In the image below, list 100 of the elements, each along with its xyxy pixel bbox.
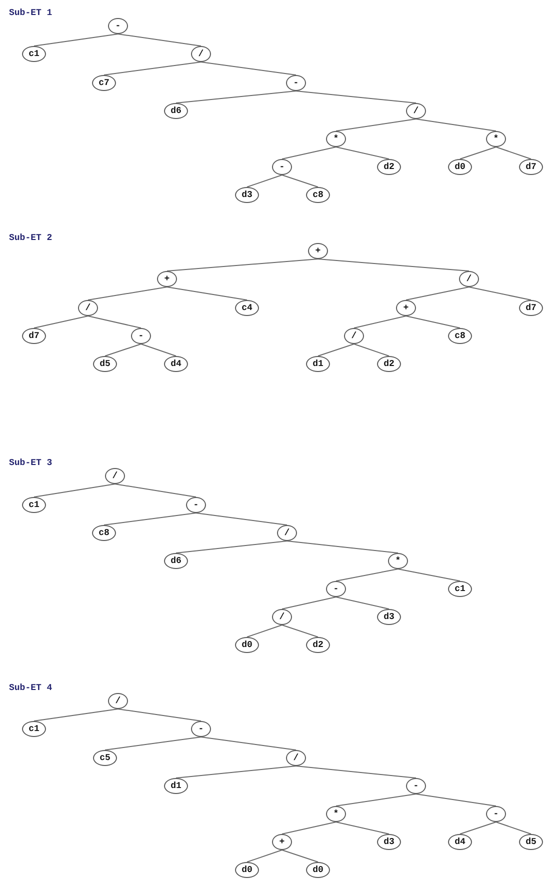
tree-edge — [246, 174, 282, 188]
tree-node: / — [191, 46, 211, 62]
tree-node: * — [326, 806, 346, 822]
tree-edge — [318, 344, 354, 356]
tree-edge — [176, 540, 288, 554]
tree-edge — [354, 316, 406, 328]
tree-edge — [104, 62, 202, 76]
tree-edge — [416, 118, 496, 132]
tree-node: / — [286, 750, 306, 766]
tree-edge — [176, 90, 296, 104]
tree-edge — [406, 316, 460, 328]
tree-edge — [118, 34, 202, 46]
tree-edge — [336, 822, 390, 834]
tree-edge — [88, 286, 168, 300]
tree-node: / — [272, 609, 292, 625]
tree-edge — [336, 794, 416, 806]
tree-edge — [246, 850, 282, 862]
tree-node: - — [131, 328, 151, 344]
tree-node: c1 — [22, 46, 46, 62]
tree-edge — [416, 794, 496, 806]
tree-edge — [34, 34, 118, 46]
tree-heading: Sub-ET 2 — [9, 233, 52, 244]
tree-node: c1 — [448, 581, 472, 597]
tree-node: c8 — [92, 525, 116, 541]
tree-edge — [34, 484, 116, 498]
tree-node: d7 — [519, 300, 543, 316]
tree-node: c1 — [22, 497, 46, 513]
tree-edge — [114, 484, 196, 498]
tree-node: c8 — [306, 187, 330, 203]
tree-node: d2 — [377, 356, 401, 372]
tree-node: d0 — [448, 159, 472, 175]
tree-node: * — [326, 131, 346, 147]
tree-edge — [468, 286, 532, 300]
tree-edge — [200, 62, 296, 76]
tree-edge — [496, 146, 532, 160]
tree-node: - — [272, 159, 292, 175]
tree-node: + — [272, 834, 292, 850]
tree-node: - — [191, 721, 211, 737]
tree-node: d2 — [306, 637, 330, 653]
tree-edge — [336, 146, 390, 160]
tree-node: / — [277, 525, 297, 541]
tree-edge — [166, 286, 248, 300]
tree-node: d0 — [306, 862, 330, 878]
tree-edge — [104, 736, 202, 750]
tree-edge — [336, 596, 390, 610]
tree-edge — [398, 568, 460, 582]
tree-node: / — [78, 300, 98, 316]
tree-node: d4 — [164, 356, 188, 372]
tree-edge — [176, 766, 296, 778]
tree-node: + — [157, 271, 177, 287]
tree-node: d1 — [306, 356, 330, 372]
tree-edge — [104, 344, 142, 356]
tree-edge — [246, 624, 282, 638]
tree-edge — [282, 174, 318, 188]
tree-edge — [104, 512, 196, 526]
tree-node: d3 — [377, 609, 401, 625]
tree-edge — [282, 850, 318, 862]
tree-node: d2 — [377, 159, 401, 175]
tree-node: d3 — [235, 187, 259, 203]
tree-node: c5 — [93, 750, 117, 766]
tree-node: - — [186, 497, 206, 513]
tree-node: + — [396, 300, 416, 316]
tree-edge — [282, 822, 336, 834]
tree-edge — [282, 596, 336, 610]
tree-node: / — [406, 103, 426, 119]
tree-node: + — [308, 243, 328, 259]
tree-node: d6 — [164, 553, 188, 569]
tree-node: d4 — [448, 834, 472, 850]
tree-edge — [286, 540, 398, 554]
tree-node: c4 — [235, 300, 259, 316]
tree-edge — [140, 344, 176, 356]
tree-node: - — [406, 778, 426, 794]
tree-node: - — [286, 75, 306, 91]
tree-edge — [118, 708, 202, 722]
tree-edge — [336, 118, 416, 132]
tree-edge — [336, 568, 398, 582]
tree-edge — [88, 316, 142, 328]
tree-node: d5 — [93, 356, 117, 372]
tree-node: / — [108, 693, 128, 709]
tree-node: d0 — [235, 862, 259, 878]
tree-node: * — [486, 131, 506, 147]
tree-edge — [460, 146, 496, 160]
tree-node: - — [326, 581, 346, 597]
tree-node: d7 — [22, 328, 46, 344]
tree-node: c1 — [22, 721, 46, 737]
tree-heading: Sub-ET 1 — [9, 8, 52, 19]
tree-node: d3 — [377, 834, 401, 850]
tree-edge — [296, 766, 416, 778]
tree-node: - — [108, 18, 128, 34]
tree-edge — [318, 258, 470, 272]
tree-node: / — [459, 271, 479, 287]
tree-node: * — [388, 553, 408, 569]
tree-edge — [282, 624, 318, 638]
tree-node: - — [486, 806, 506, 822]
tree-edge — [460, 822, 496, 834]
tree-edge — [196, 512, 288, 526]
tree-heading: Sub-ET 3 — [9, 458, 52, 469]
tree-node: c8 — [448, 328, 472, 344]
tree-edge — [200, 736, 296, 750]
tree-edge — [354, 344, 390, 356]
